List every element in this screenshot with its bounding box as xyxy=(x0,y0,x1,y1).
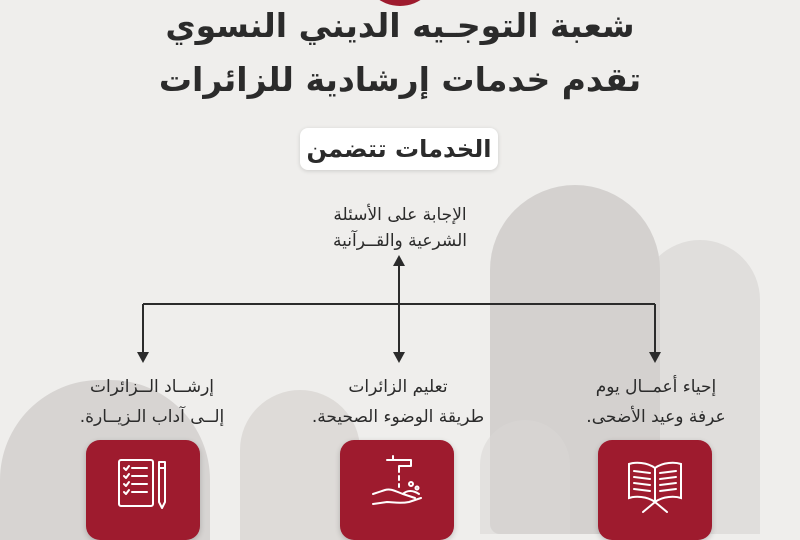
arrow-down-icon xyxy=(137,352,149,363)
arrow-up-icon xyxy=(393,255,405,266)
page-title-line2: تقدم خدمات إرشادية للزائرات xyxy=(158,60,642,99)
service-item-eid: إحياء أعمــال يوم عرفة وعيد الأضحى. xyxy=(536,372,776,432)
service-line1: إحياء أعمــال يوم xyxy=(595,377,717,397)
service-item-ziyara: إرشــاد الــزائرات إلــى آداب الـزيــارة… xyxy=(32,372,272,432)
top-service-line1: الإجابة على الأسئلة xyxy=(333,205,467,225)
hand-washing-icon xyxy=(372,455,422,505)
background-figure xyxy=(480,420,570,534)
service-line2: عرفة وعيد الأضحى. xyxy=(586,407,726,427)
checklist-pen-icon xyxy=(118,459,166,509)
icon-tile-checklist xyxy=(86,440,200,540)
top-service-text: الإجابة على الأسئلة الشرعية والقــرآنية xyxy=(300,202,500,254)
service-line1: تعليم الزائرات xyxy=(348,377,448,397)
icon-tile-book xyxy=(598,440,712,540)
service-item-wudu: تعليم الزائرات طريقة الوضوء الصحيحة. xyxy=(278,372,518,432)
service-line1: إرشــاد الــزائرات xyxy=(89,377,215,397)
icon-tile-wudu xyxy=(340,440,454,540)
service-line2: طريقة الوضوء الصحيحة. xyxy=(311,407,485,427)
arrow-down-icon xyxy=(649,352,661,363)
top-service-line2: الشرعية والقــرآنية xyxy=(333,231,467,251)
page-title-line1: شعبة التوجـيه الديني النسوي xyxy=(165,6,635,45)
arrow-down-icon xyxy=(393,352,405,363)
logo-emblem xyxy=(362,0,438,6)
open-book-icon xyxy=(628,461,682,513)
services-label-pill: الخدمات تتضمن xyxy=(300,128,498,170)
service-line2: إلــى آداب الـزيــارة. xyxy=(79,407,225,427)
